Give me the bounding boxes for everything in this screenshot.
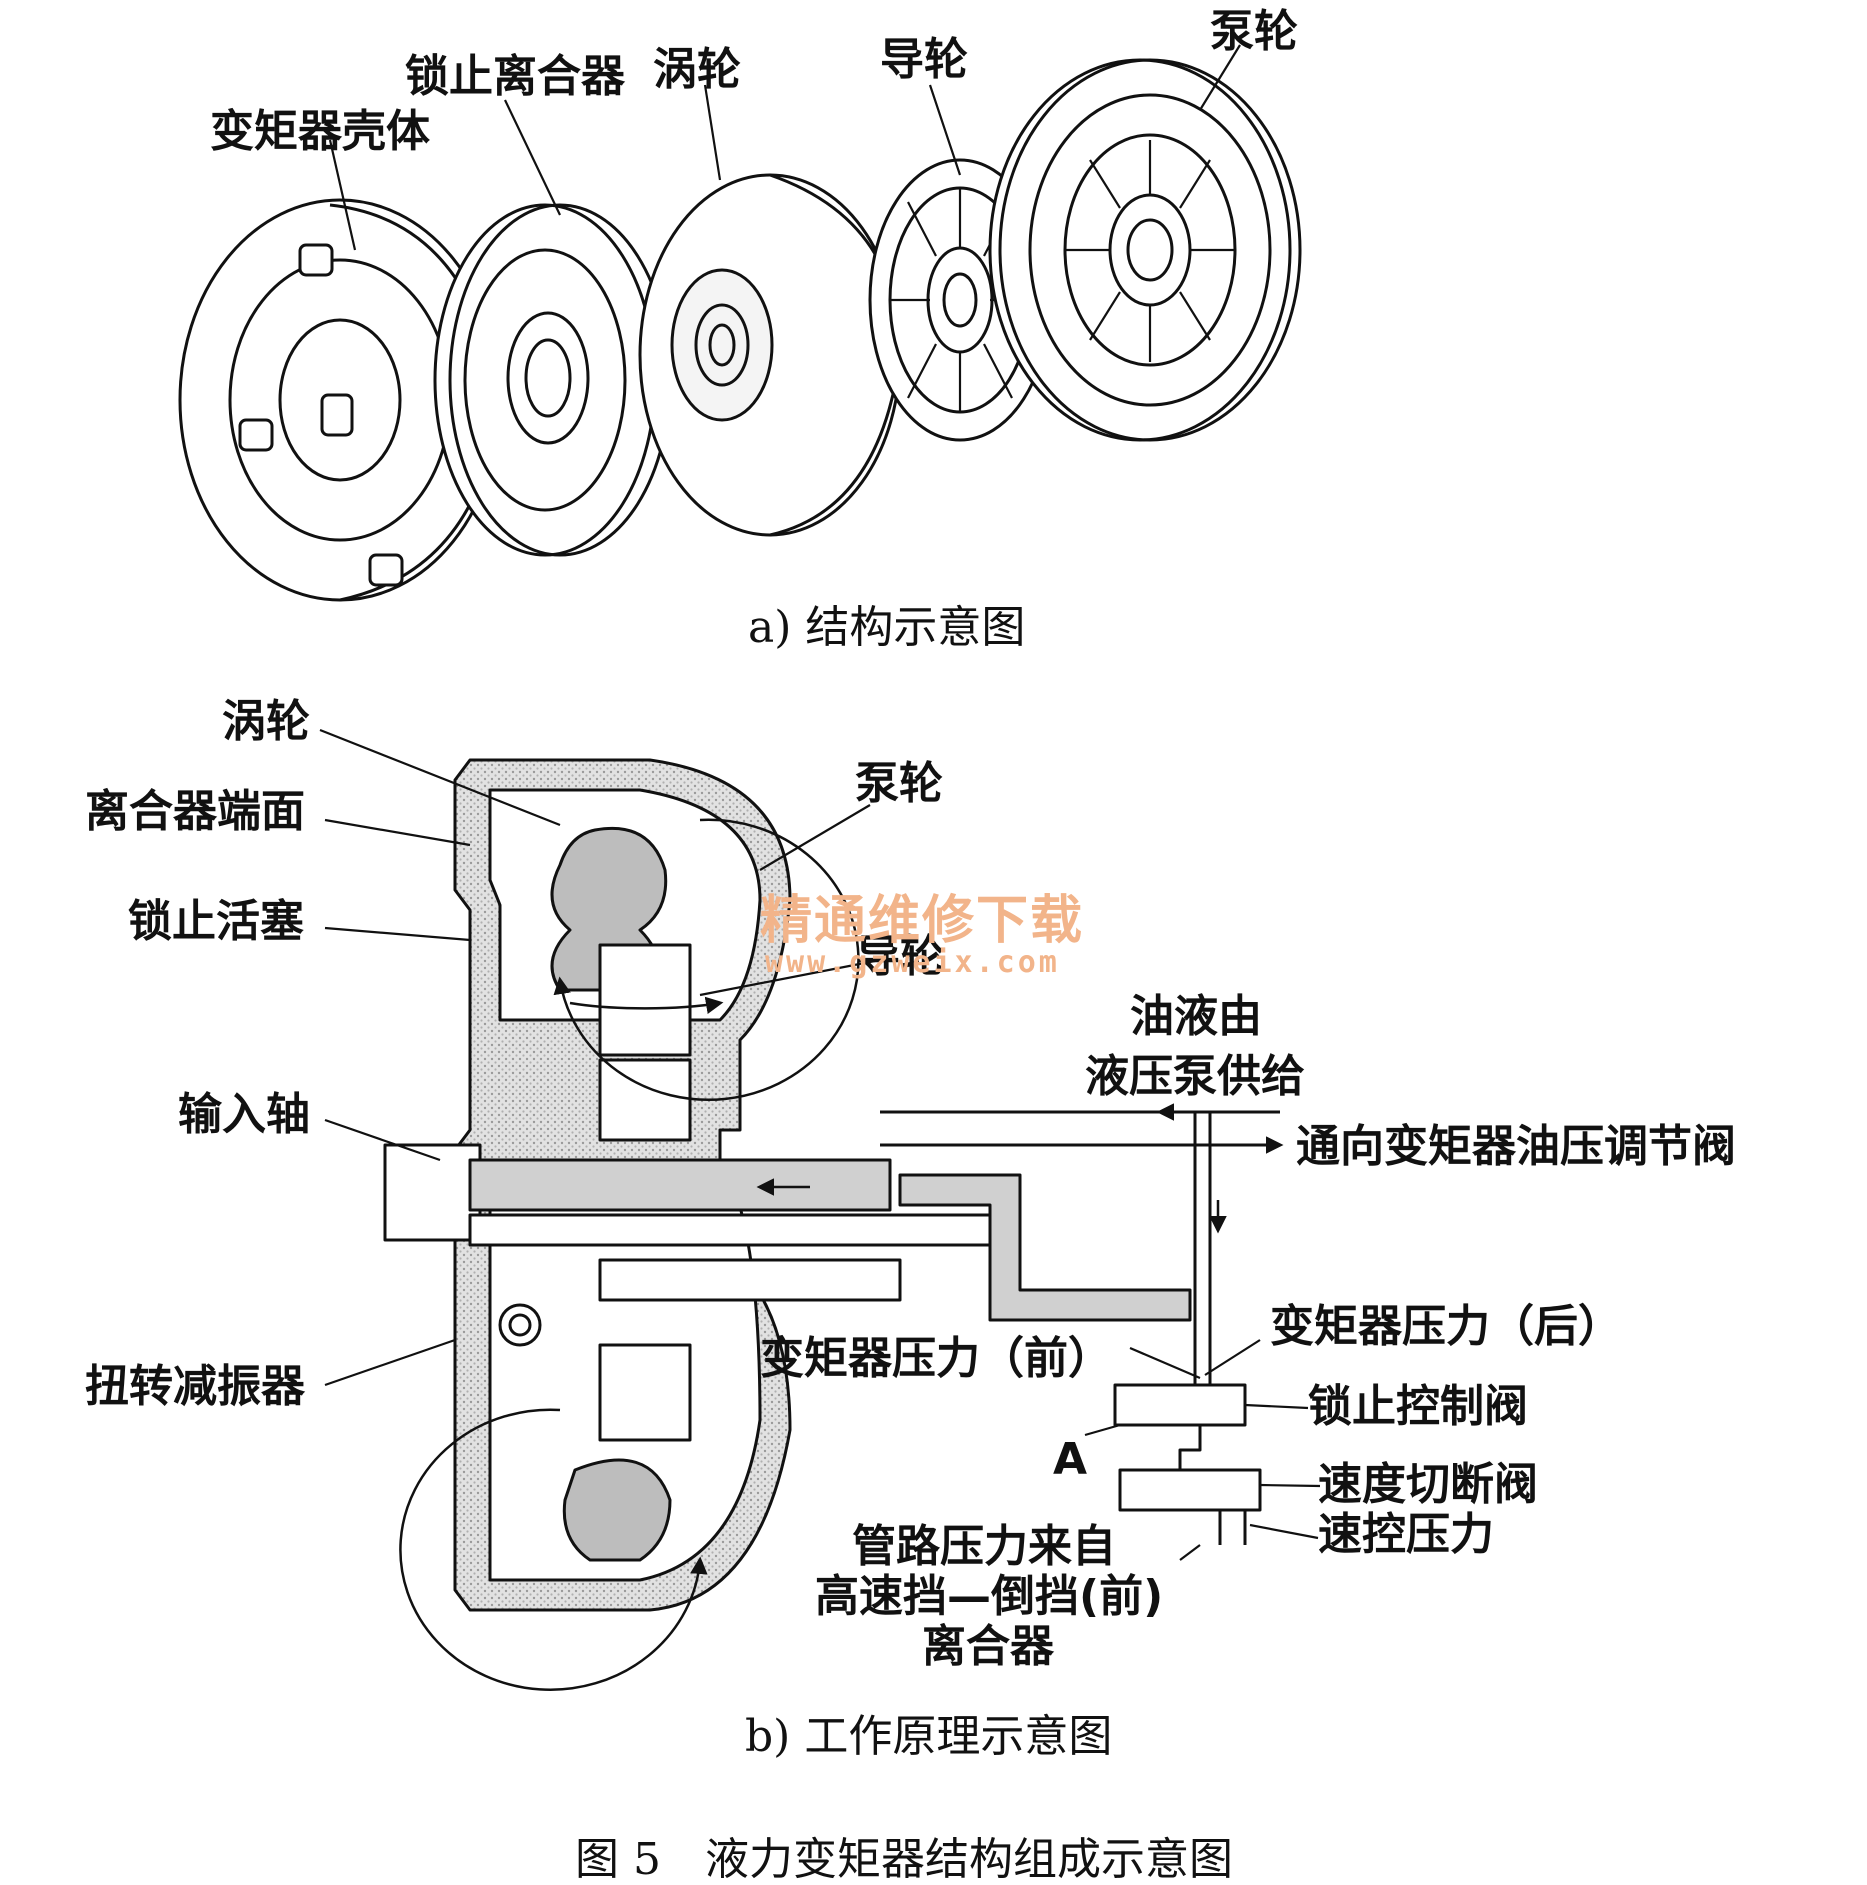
label-b-lockup-control-valve: 锁止控制阀 bbox=[1308, 1381, 1528, 1432]
label-b-governor-pressure: 速控压力 bbox=[1318, 1509, 1494, 1560]
label-b-pump: 泵轮 bbox=[855, 758, 943, 809]
label-b-speed-cutoff-valve: 速度切断阀 bbox=[1318, 1459, 1538, 1510]
label-b-clutch-face: 离合器端面 bbox=[85, 786, 305, 837]
label-a-lockup-clutch: 锁止离合器 bbox=[405, 51, 625, 102]
lockup-clutch-part bbox=[433, 203, 672, 557]
label-b-oil-supply-1: 油液由 bbox=[1130, 991, 1262, 1042]
label-b-stator: 导轮 bbox=[856, 931, 944, 982]
label-b-oil-supply-2: 液压泵供给 bbox=[1085, 1051, 1305, 1102]
label-a-pump: 泵轮 bbox=[1210, 6, 1298, 57]
label-a-turbine: 涡轮 bbox=[653, 44, 741, 95]
label-b-point-a: A bbox=[1053, 1434, 1088, 1485]
caption-b: b) 工作原理示意图 bbox=[745, 1711, 1113, 1762]
label-b-line-pressure-2: 高速挡—倒挡(前) bbox=[815, 1571, 1164, 1622]
label-b-to-regulator: 通向变矩器油压调节阀 bbox=[1296, 1121, 1736, 1172]
label-b-converter-pressure-rear: 变矩器压力（后） bbox=[1270, 1301, 1622, 1352]
caption-a: a) 结构示意图 bbox=[748, 602, 1026, 653]
label-a-housing: 变矩器壳体 bbox=[210, 106, 430, 157]
label-b-converter-pressure-front: 变矩器压力（前） bbox=[760, 1333, 1112, 1384]
label-b-line-pressure-3: 离合器 bbox=[922, 1621, 1054, 1672]
cross-section bbox=[383, 758, 1280, 1612]
label-b-input-shaft: 输入轴 bbox=[178, 1089, 310, 1140]
label-b-turbine: 涡轮 bbox=[222, 696, 310, 747]
label-b-torsion-damper: 扭转减振器 bbox=[85, 1361, 305, 1412]
watermark-text: 精通维修下载 bbox=[760, 890, 1085, 951]
watermark-url: www.gzweix.com bbox=[765, 945, 1060, 980]
label-b-line-pressure-1: 管路压力来自 bbox=[852, 1521, 1116, 1572]
figure-caption: 图 5 液力变矩器结构组成示意图 bbox=[575, 1834, 1233, 1885]
label-a-stator: 导轮 bbox=[880, 34, 968, 85]
pump-part bbox=[988, 58, 1302, 442]
label-b-lockup-piston: 锁止活塞 bbox=[128, 896, 304, 947]
turbine-part bbox=[638, 173, 902, 537]
